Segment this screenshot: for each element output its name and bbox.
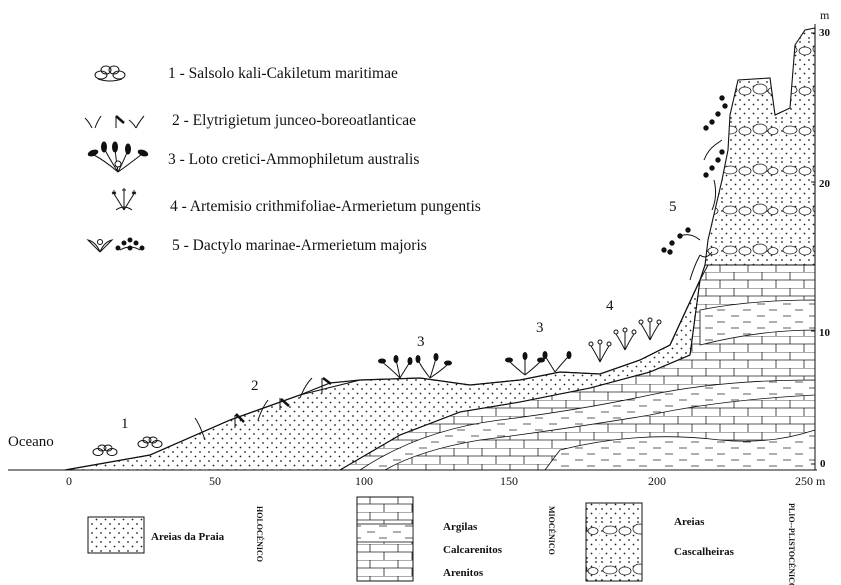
x-tick-250: 250 m <box>795 474 826 488</box>
y-tick-labels: m 30 20 10 0 <box>819 8 831 470</box>
key-swatch-beach-sand <box>87 516 145 554</box>
grass-icon <box>84 115 145 129</box>
key-label-areias: Areias <box>674 516 705 528</box>
x-tick-200: 200 <box>648 474 666 488</box>
zone-label-5: 5 <box>669 199 677 215</box>
ocean-label: Oceano <box>8 434 54 450</box>
legend-item-5: 5 - Dactylo marinae-Armerietum majoris <box>172 237 427 254</box>
legend-item-4: 4 - Artemisio crithmifoliae-Armerietum p… <box>170 198 481 215</box>
grass-icon <box>194 377 332 441</box>
x-tick-50: 50 <box>209 474 221 488</box>
era-holocene: HOLOCÉNICO <box>255 506 265 562</box>
key-label-cascalheiras: Cascalheiras <box>674 546 735 558</box>
y-unit: m <box>820 8 830 22</box>
x-tick-labels: 0 50 100 150 200 250 m <box>66 474 826 488</box>
key-label-arenitos: Arenitos <box>443 567 484 579</box>
ammophila-icon <box>87 141 149 173</box>
key-swatch-miocene-clay <box>356 523 414 543</box>
lithology-key: Areias da Praia HOLOCÉNICO Argilas Calca… <box>87 496 797 585</box>
artemisia-icon <box>111 188 137 211</box>
y-tick-0: 0 <box>820 458 826 470</box>
plio-pleistocene-cliff <box>704 27 816 266</box>
y-tick-20: 20 <box>819 178 831 190</box>
key-label-calcarenitos: Calcarenitos <box>443 544 503 556</box>
clay-lens-3 <box>544 429 816 471</box>
y-tick-10: 10 <box>819 327 831 339</box>
legend: 1 - Salsolo kali-Cakiletum maritimae 2 -… <box>84 65 481 254</box>
zone-label-3a: 3 <box>417 334 425 350</box>
zone-label-2: 2 <box>251 378 259 394</box>
profile-cross-section: 1 2 3 3 4 5 Oceano <box>8 27 816 471</box>
y-axis <box>811 24 816 470</box>
key-swatch-plio <box>585 502 643 582</box>
ammophila-icon <box>378 351 572 379</box>
x-tick-100: 100 <box>355 474 373 488</box>
key-label-argilas: Argilas <box>443 521 478 533</box>
key-label-beach-sand: Areias da Praia <box>151 531 225 543</box>
x-tick-150: 150 <box>500 474 518 488</box>
legend-item-3: 3 - Loto cretici-Ammophiletum australis <box>168 151 419 168</box>
artemisia-icon <box>588 317 662 363</box>
ground-surface-line <box>64 264 706 471</box>
era-plio-pleistocene: PLIO--PLISTOCÉNICO <box>787 503 797 585</box>
legend-item-2: 2 - Elytrigietum junceo-boreoatlanticae <box>172 112 416 129</box>
zone-label-4: 4 <box>606 298 614 314</box>
zone-label-1: 1 <box>121 416 129 432</box>
kali-flower-icon <box>94 65 126 82</box>
armeria-icon <box>661 95 728 281</box>
miocene-bricks-layer <box>338 264 816 471</box>
armeria-icon <box>86 237 145 253</box>
x-tick-0: 0 <box>66 474 72 488</box>
y-tick-30: 30 <box>819 27 831 39</box>
zone-label-3b: 3 <box>536 320 544 336</box>
legend-item-1: 1 - Salsolo kali-Cakiletum maritimae <box>168 65 398 82</box>
kali-flower-icon <box>92 436 163 456</box>
era-miocene: MIOCÉNICO <box>547 506 557 555</box>
